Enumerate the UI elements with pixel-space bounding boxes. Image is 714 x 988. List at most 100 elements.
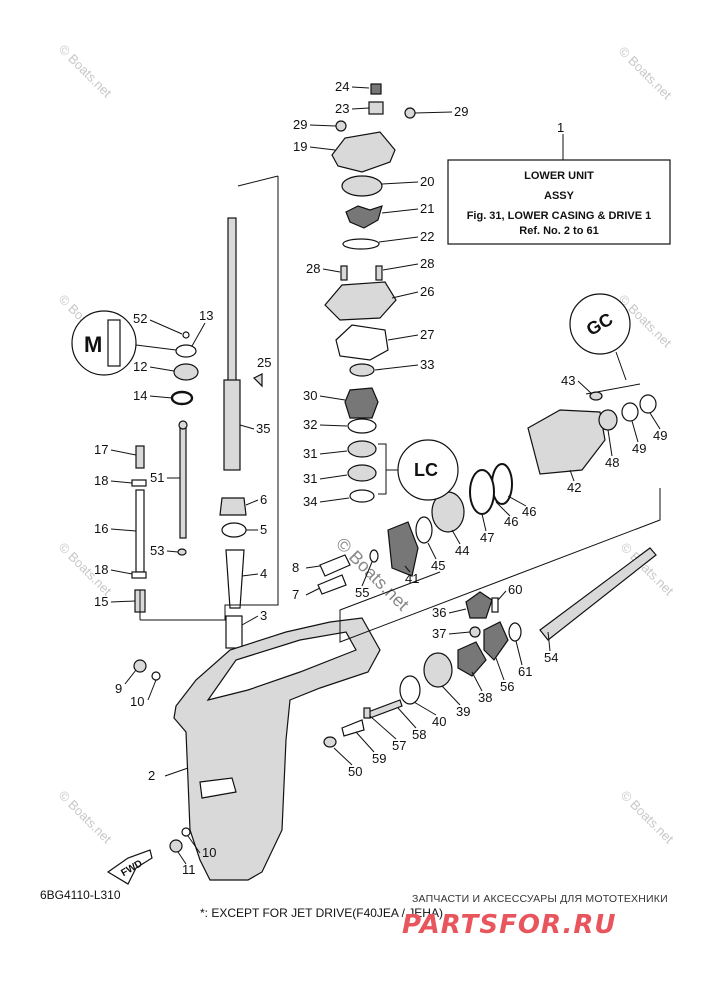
callout-17: 17 [94, 442, 108, 457]
part-54-prop-shaft [539, 547, 657, 641]
part-10 [181, 827, 191, 837]
gear-group: GC LC [323, 293, 661, 748]
callout-48: 48 [605, 455, 619, 470]
part-14-oring [170, 390, 194, 406]
callout-56: 56 [500, 679, 514, 694]
callout-8: 8 [292, 560, 299, 575]
callout-9: 9 [115, 681, 122, 696]
callout-5: 5 [260, 522, 267, 537]
part-61 [508, 622, 522, 642]
callout-39: 39 [456, 704, 470, 719]
watermark: © Boats.net [616, 44, 675, 103]
callout-36: 36 [432, 605, 446, 620]
callout-49: 49 [632, 441, 646, 456]
callout-23: 23 [335, 101, 349, 116]
callout-25: 25 [257, 355, 271, 370]
part-6 [219, 497, 247, 516]
part-59 [341, 719, 365, 737]
callout-46: 46 [522, 504, 536, 519]
callout-2: 2 [148, 768, 155, 783]
callout-21: 21 [420, 201, 434, 216]
shop-logo: PARTSFOR.RU [402, 910, 617, 940]
part-47-oring [469, 469, 495, 515]
callout-27: 27 [420, 327, 434, 342]
part-28-pin [375, 265, 383, 281]
shop-caption: ЗАПЧАСТИ И АКСЕССУАРЫ ДЛЯ МОТОТЕХНИКИ [412, 893, 668, 905]
part-49 [621, 402, 639, 422]
callout-13: 13 [199, 308, 213, 323]
inset-lc-label: LC [414, 460, 438, 480]
callout-53: 53 [150, 543, 164, 558]
callout-38: 38 [478, 690, 492, 705]
callout-41: 41 [405, 571, 419, 586]
footnote: *: EXCEPT FOR JET DRIVE(F40JEA / JEHA) [200, 906, 443, 920]
part-31-seal [347, 440, 377, 458]
inset-gc [569, 293, 631, 355]
callout-10: 10 [130, 694, 144, 709]
callout-47: 47 [480, 530, 494, 545]
part-41-gear [387, 521, 419, 577]
part-12 [173, 363, 199, 381]
callout-18: 18 [94, 473, 108, 488]
part-42-housing [527, 409, 606, 475]
part-40 [399, 675, 421, 705]
title-line-4: Ref. No. 2 to 61 [519, 225, 598, 237]
watermark: © Boats.net [618, 788, 677, 847]
part-11 [169, 839, 183, 853]
callouts: 24 23 29 29 19 20 21 22 28 28 26 27 33 3… [94, 79, 667, 877]
shaft-group: M [71, 175, 279, 613]
callout-55: 55 [355, 585, 369, 600]
casing-top [206, 631, 357, 701]
part-48 [598, 409, 618, 431]
callout-60: 60 [508, 582, 522, 597]
callout-6: 6 [260, 492, 267, 507]
callout-37: 37 [432, 626, 446, 641]
callout-29: 29 [454, 104, 468, 119]
fwd-arrow [106, 849, 153, 885]
part-53 [177, 548, 187, 556]
part-27-gasket [335, 324, 389, 361]
callout-61: 61 [518, 664, 532, 679]
part-55 [369, 549, 379, 563]
callout-44: 44 [455, 543, 469, 558]
callout-30: 30 [303, 388, 317, 403]
callout-7: 7 [292, 587, 299, 602]
callout-12: 12 [133, 359, 147, 374]
part-13 [175, 344, 197, 358]
title-line-1: LOWER UNIT [524, 170, 594, 182]
callout-31: 31 [303, 471, 317, 486]
part-8 [319, 554, 351, 577]
callout-26: 26 [420, 284, 434, 299]
inset-m [71, 310, 137, 376]
water-pump-group [324, 83, 416, 503]
part-25 [252, 373, 263, 388]
callout-10: 10 [202, 845, 216, 860]
part-23 [368, 101, 384, 115]
callout-19: 19 [293, 139, 307, 154]
callout-14: 14 [133, 388, 147, 403]
callout-40: 40 [432, 714, 446, 729]
part-21-impeller [345, 205, 383, 229]
part-5 [221, 522, 247, 538]
callout-45: 45 [431, 558, 445, 573]
callout-54: 54 [544, 650, 558, 665]
part-51-rod [179, 425, 187, 539]
callout-29: 29 [293, 117, 307, 132]
part-34-washer [349, 489, 375, 503]
callout-1: 1 [557, 120, 564, 135]
part-24 [370, 83, 382, 95]
callout-4: 4 [260, 566, 267, 581]
part-4-tube [225, 549, 245, 609]
part-16-rod [135, 489, 145, 573]
part-26-plate [324, 281, 397, 321]
part-39-bearing [423, 652, 453, 688]
part-7 [317, 574, 347, 595]
title-box: 1 LOWER UNIT ASSY Fig. 31, LOWER CASING … [447, 120, 671, 245]
callout-24: 24 [335, 79, 349, 94]
callout-43: 43 [561, 373, 575, 388]
callout-18: 18 [94, 562, 108, 577]
part-38-gear [457, 641, 487, 677]
callout-34: 34 [303, 494, 317, 509]
part-56-clutch [483, 621, 509, 661]
part-52 [182, 331, 190, 339]
